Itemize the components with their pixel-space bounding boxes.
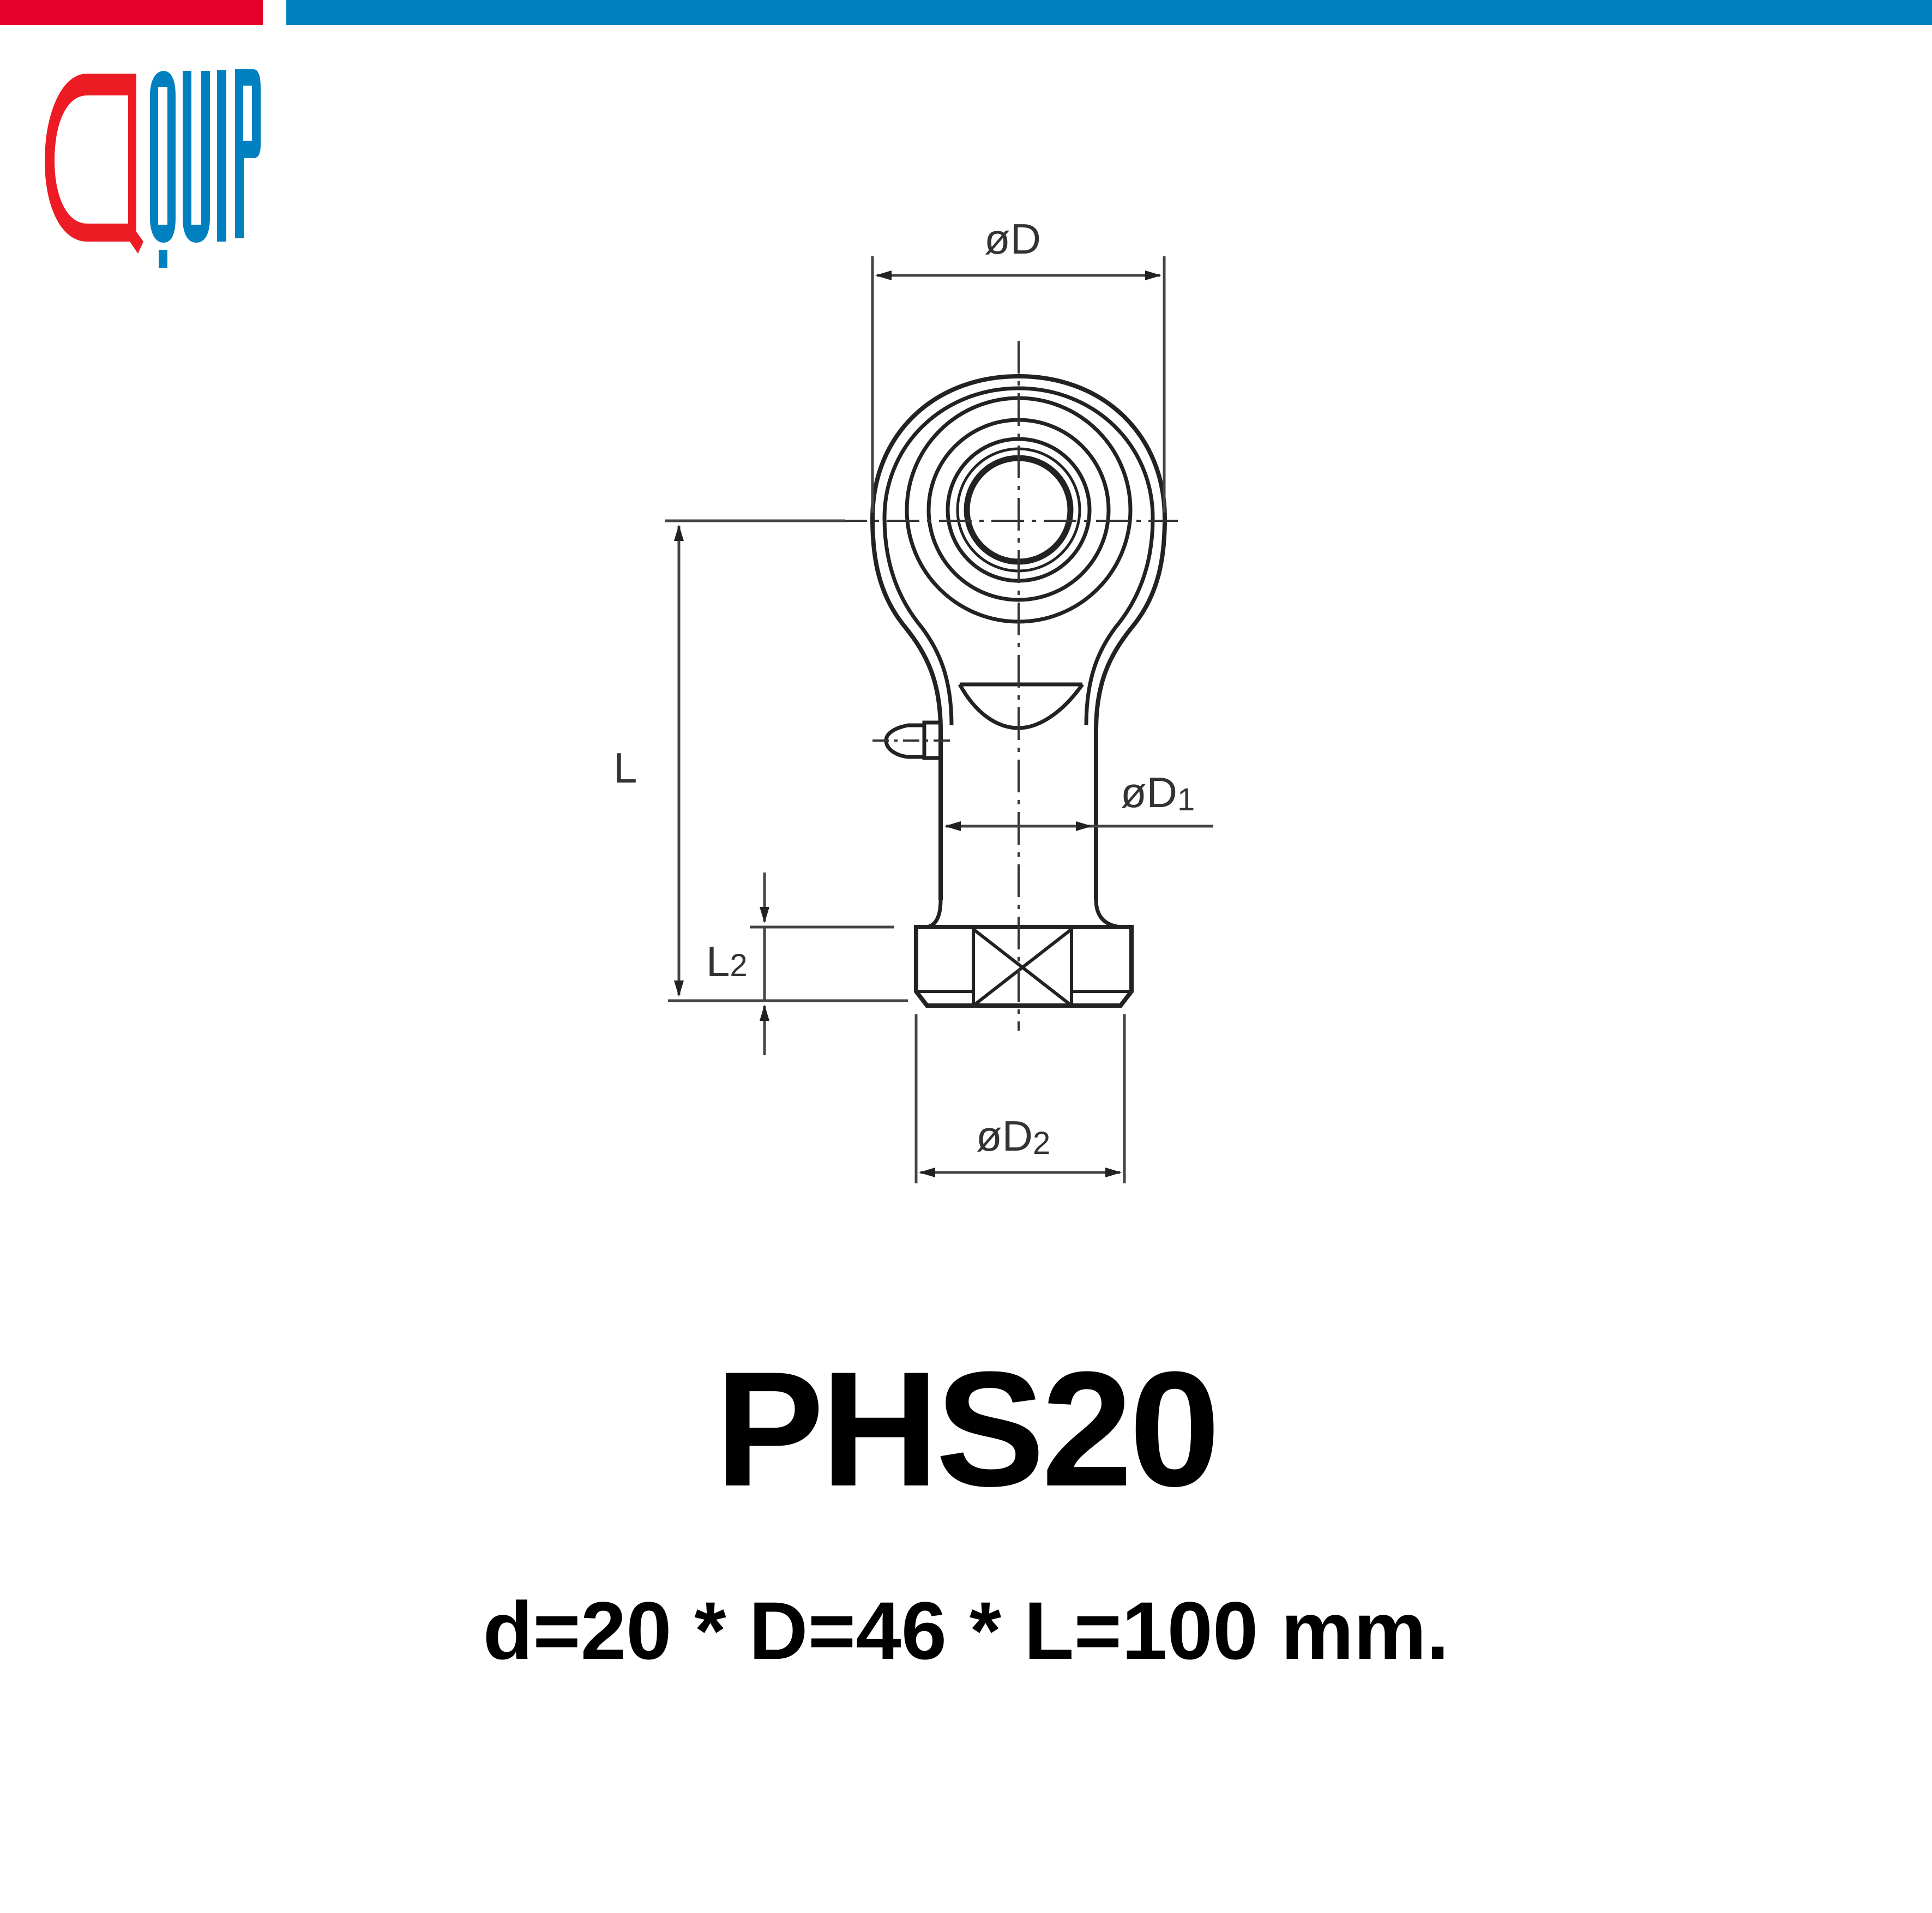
accent-bar-red [0, 0, 263, 25]
center-lines [834, 341, 1178, 1031]
logo-q-icon [45, 74, 143, 254]
dimension-lines [665, 256, 1213, 1183]
dimension-labels: øD L L2 øD1 øD2 [613, 215, 1195, 1161]
product-model: PHS20 [715, 1337, 1220, 1520]
accent-bar-blue [286, 0, 1932, 25]
label-thread-length: L2 [706, 937, 748, 985]
label-thread-diameter: øD2 [976, 1112, 1050, 1161]
technical-drawing: øD L L2 øD1 øD2 [613, 215, 1213, 1183]
label-outer-diameter: øD [984, 215, 1041, 263]
logo-uip-icon [150, 69, 261, 268]
label-body-diameter: øD1 [1121, 768, 1195, 817]
label-length: L [613, 744, 637, 792]
product-spec: d=20 * D=46 * L=100 mm. [483, 1585, 1449, 1676]
quip-logo [45, 69, 261, 268]
